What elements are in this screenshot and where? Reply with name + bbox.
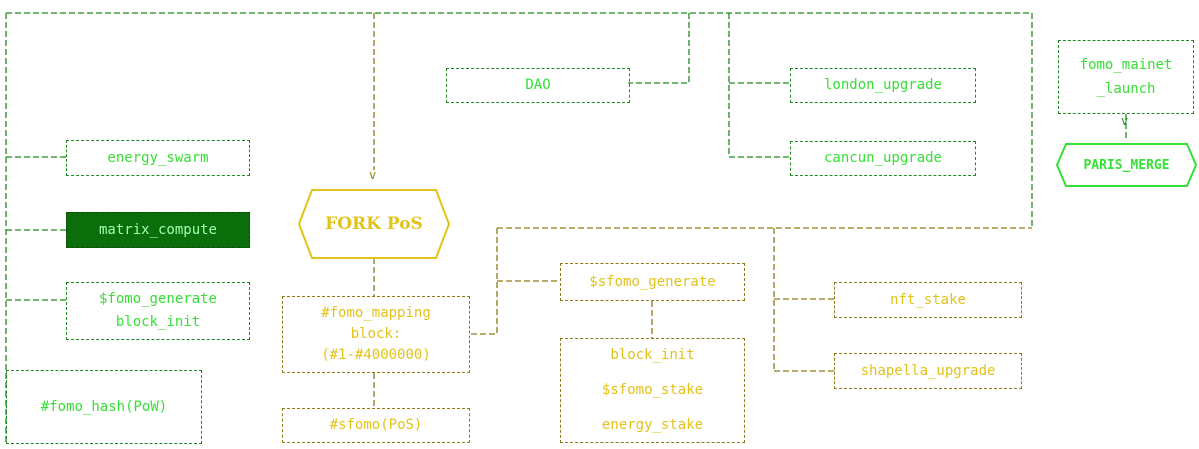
fomo-generate-box[interactable]: $fomo_generate block_init bbox=[66, 282, 250, 340]
fork-pos-label: FORK PoS bbox=[325, 213, 423, 234]
fork-hexagon bbox=[297, 189, 451, 259]
staking-box[interactable]: block_init $sfomo_stake energy_stake bbox=[560, 338, 745, 443]
fomo-generate-label-line1: $fomo_generate bbox=[98, 291, 217, 307]
sfomo-pos-label: #sfomo(PoS) bbox=[329, 417, 423, 433]
sfomo-stake-label: $sfomo_stake bbox=[601, 382, 704, 398]
mainnet-label-line1: fomo_mainet bbox=[1079, 56, 1173, 73]
sfomo-generate-label: $sfomo_generate bbox=[589, 273, 716, 290]
london-upgrade-label: london_upgrade bbox=[823, 77, 942, 93]
fomo-mapping-box[interactable]: #fomo_mapping block: (#1-#4000000) bbox=[282, 296, 470, 373]
matrix-compute-label: matrix_compute bbox=[98, 221, 217, 238]
block-init-label: block_init bbox=[610, 347, 695, 363]
matrix-compute-box[interactable]: matrix_compute bbox=[66, 212, 250, 248]
fomo-mapping-line3: (#1-#4000000) bbox=[321, 347, 431, 363]
nft-stake-label: nft_stake bbox=[890, 291, 966, 308]
cancun-upgrade-label: cancun_upgrade bbox=[823, 150, 942, 166]
sfomo-pos-box[interactable]: #sfomo(PoS) bbox=[282, 408, 470, 443]
paris-merge-label: PARIS_MERGE bbox=[1083, 157, 1170, 173]
cancun-upgrade-box[interactable]: cancun_upgrade bbox=[790, 141, 976, 176]
paris-merge-node[interactable]: PARIS_MERGE bbox=[1058, 146, 1195, 184]
dao-box[interactable]: DAO bbox=[446, 68, 630, 103]
energy-swarm-box[interactable]: energy_swarm bbox=[66, 140, 250, 176]
mainnet-arrow-glyph: v bbox=[1121, 114, 1129, 128]
fomo-generate-label-line2: block_init bbox=[115, 314, 201, 330]
sfomo-generate-box[interactable]: $sfomo_generate bbox=[560, 263, 745, 301]
london-upgrade-box[interactable]: london_upgrade bbox=[790, 68, 976, 103]
dao-label: DAO bbox=[525, 77, 551, 93]
shapella-upgrade-label: shapella_upgrade bbox=[860, 362, 996, 379]
fomo-mapping-line1: #fomo_mapping bbox=[321, 305, 431, 321]
fomo-hash-pow-box[interactable]: #fomo_hash(PoW) bbox=[6, 370, 202, 444]
fomo-mainnet-launch-box[interactable]: fomo_mainet _launch bbox=[1058, 40, 1194, 114]
nft-stake-box[interactable]: nft_stake bbox=[834, 282, 1022, 318]
shapella-upgrade-box[interactable]: shapella_upgrade bbox=[834, 353, 1022, 389]
energy-stake-label: energy_stake bbox=[601, 417, 704, 433]
fomo-hash-pow-label: #fomo_hash(PoW) bbox=[40, 398, 168, 415]
energy-swarm-label: energy_swarm bbox=[107, 149, 209, 166]
mainnet-label-line2: _launch bbox=[1096, 80, 1156, 97]
paris-hexagon bbox=[1055, 143, 1198, 187]
fork-arrow-glyph: v bbox=[369, 168, 377, 182]
fomo-mapping-line2: block: bbox=[350, 326, 402, 342]
fork-pos-node[interactable]: FORK PoS bbox=[300, 192, 448, 256]
